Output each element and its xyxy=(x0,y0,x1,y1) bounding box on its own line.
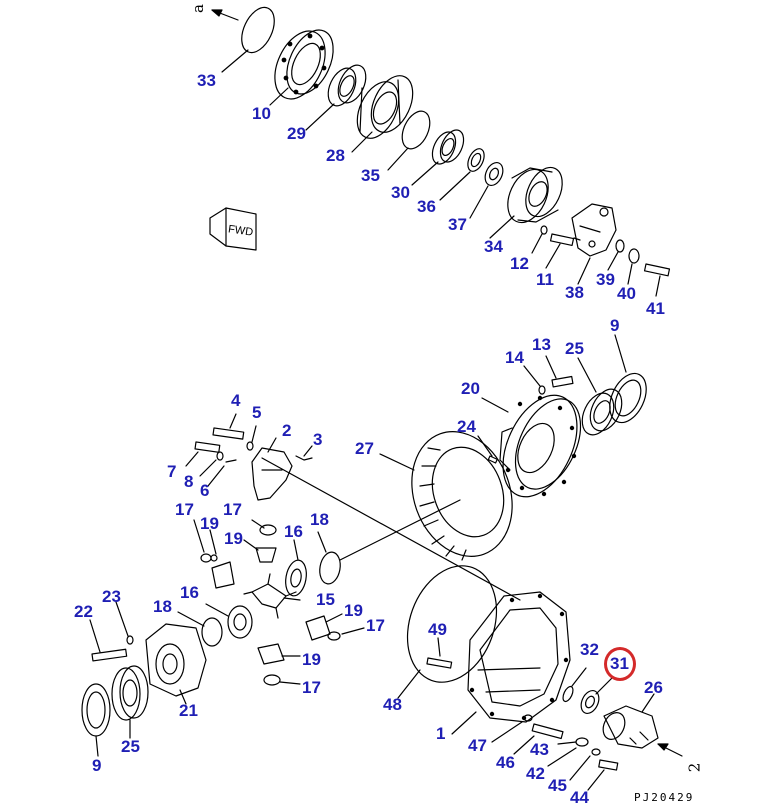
callout-4: 4 xyxy=(231,391,241,410)
part-9-lock-ring-upper xyxy=(609,334,647,424)
callout-13: 13 xyxy=(532,335,551,354)
part-38-bracket xyxy=(571,203,617,285)
callout-10: 10 xyxy=(252,104,271,123)
part-36-spacer xyxy=(439,148,485,201)
part-28-cage xyxy=(351,75,414,153)
callout-15: 15 xyxy=(316,590,335,609)
callout-19-a: 19 xyxy=(200,514,219,533)
callout-9-upper: 9 xyxy=(610,316,620,335)
callout-46: 46 xyxy=(496,753,515,772)
callout-48: 48 xyxy=(383,695,402,714)
highlight-circle xyxy=(604,647,636,681)
callout-22: 22 xyxy=(74,602,93,621)
callout-17-b: 17 xyxy=(223,500,242,519)
parts-42-47-fasteners xyxy=(491,714,619,791)
callout-37: 37 xyxy=(448,215,467,234)
callout-35: 35 xyxy=(361,166,380,185)
callout-40: 40 xyxy=(617,284,636,303)
callout-25-upper: 25 xyxy=(565,339,584,358)
part-1-housing xyxy=(451,591,571,735)
callout-24: 24 xyxy=(457,417,476,436)
part-29-bearing xyxy=(305,64,367,131)
callout-49: 49 xyxy=(428,620,447,639)
part-24-pin xyxy=(477,435,498,464)
callout-17-d: 17 xyxy=(302,678,321,697)
fwd-arrow xyxy=(209,207,257,251)
part-25-bearing-upper xyxy=(577,357,623,436)
reference-code: PJ20429 xyxy=(634,791,695,804)
callout-29: 29 xyxy=(287,124,306,143)
callout-5: 5 xyxy=(252,403,262,422)
callout-19-b: 19 xyxy=(224,529,243,548)
callout-6: 6 xyxy=(200,481,210,500)
callout-19-d: 19 xyxy=(302,650,321,669)
callout-2: 2 xyxy=(282,421,292,440)
callout-45: 45 xyxy=(548,776,567,795)
part-11-12-bolt-washer xyxy=(531,225,581,269)
callout-26: 26 xyxy=(644,678,663,697)
callout-42: 42 xyxy=(526,764,545,783)
callout-31: 31 xyxy=(610,654,629,673)
callout-33: 33 xyxy=(197,71,216,90)
part-27-ring-gear xyxy=(379,431,513,561)
callout-17-a: 17 xyxy=(175,500,194,519)
callout-28: 28 xyxy=(326,146,345,165)
callout-18-b: 18 xyxy=(153,597,172,616)
callout-11: 11 xyxy=(536,270,554,289)
callout-1: 1 xyxy=(436,724,446,743)
part-2-bearing-cap xyxy=(251,437,313,501)
callout-3: 3 xyxy=(313,430,323,449)
connector-label-a: a xyxy=(188,4,207,13)
callout-17-c: 17 xyxy=(366,616,385,635)
callout-41: 41 xyxy=(646,299,665,318)
callout-21: 21 xyxy=(179,701,198,720)
part-48-gasket xyxy=(397,565,498,699)
callout-7: 7 xyxy=(167,462,177,481)
part-13-14-bolt-washer xyxy=(523,355,574,395)
part-34-coupling xyxy=(489,166,563,239)
alignment-line xyxy=(261,457,521,601)
parts-4-5-6-7-8-fasteners xyxy=(185,413,257,487)
connector-2-arrow xyxy=(657,743,683,757)
callout-38: 38 xyxy=(565,283,584,302)
part-33-o-ring xyxy=(221,6,275,73)
callout-43: 43 xyxy=(530,740,549,759)
callout-44: 44 xyxy=(570,788,589,807)
connector-a-arrow xyxy=(211,9,239,21)
part-35-o-ring xyxy=(387,110,431,171)
differential-gear-set xyxy=(177,519,365,686)
callout-39: 39 xyxy=(596,270,615,289)
part-25-9-lower xyxy=(81,665,149,757)
callout-30: 30 xyxy=(391,183,410,202)
callout-16-b: 16 xyxy=(180,583,199,602)
callout-32: 32 xyxy=(580,640,599,659)
callout-18-a: 18 xyxy=(310,510,329,529)
callout-14: 14 xyxy=(505,348,524,367)
part-20-carrier xyxy=(481,394,582,498)
callout-23: 23 xyxy=(102,587,121,606)
callout-34: 34 xyxy=(484,237,503,256)
part-21-diff-case xyxy=(89,601,207,705)
callout-8: 8 xyxy=(184,472,194,491)
callout-36: 36 xyxy=(417,197,436,216)
callout-25-lower: 25 xyxy=(121,737,140,756)
callout-16-a: 16 xyxy=(284,522,303,541)
callout-27: 27 xyxy=(355,439,374,458)
callout-9-lower: 9 xyxy=(92,756,102,775)
part-49-stud xyxy=(426,637,453,669)
callout-47: 47 xyxy=(468,736,487,755)
parts-32-31-26 xyxy=(562,667,659,749)
part-30-bearing xyxy=(411,129,465,186)
callout-19-c: 19 xyxy=(344,601,363,620)
part-10-retainer xyxy=(269,29,334,106)
connector-label-2: 2 xyxy=(685,762,704,773)
part-37-nut xyxy=(469,162,504,219)
part-39-40-41-fasteners xyxy=(607,239,671,297)
callout-20: 20 xyxy=(461,379,480,398)
callout-12: 12 xyxy=(510,254,529,273)
